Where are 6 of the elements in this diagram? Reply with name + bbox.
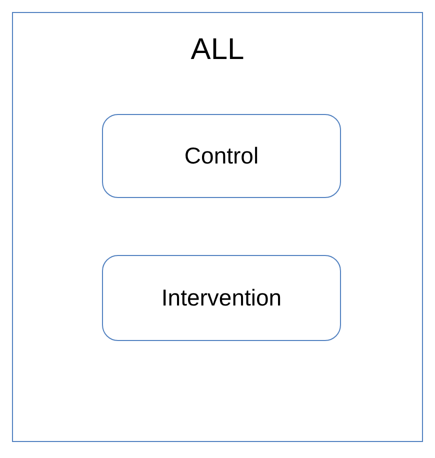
rounded-box (102, 114, 341, 198)
group-label: Intervention (161, 284, 282, 312)
group-title: ALL (190, 33, 244, 67)
rounded-box (102, 255, 341, 341)
group-label: Control (184, 142, 259, 170)
outer-box (12, 12, 423, 442)
